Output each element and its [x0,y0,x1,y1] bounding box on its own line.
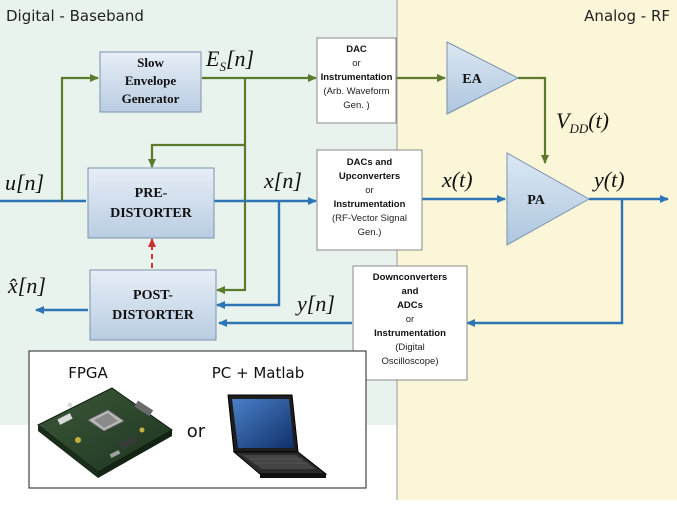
down-line-2: and [402,286,419,297]
xn-label: x[n] [263,168,302,193]
hardware-inset: FPGA PC + Matlab or [28,350,367,489]
envelope-line-1: Slow [137,55,164,70]
pc-label: PC + Matlab [212,364,305,382]
down-line-4: or [406,314,414,325]
dac-line-2: or [352,58,360,69]
ea-label: EA [462,72,482,87]
envelope-line-3: Generator [122,91,180,106]
dacs-up-line-3: or [365,185,373,196]
yt-feedback-line [466,199,624,327]
es-to-postdistorter-line [216,145,247,294]
digital-region-title: Digital - Baseband [6,7,144,25]
downconverters-box: Downconverters and ADCs or Instrumentati… [352,265,468,381]
or-label: or [187,421,206,442]
yn-label: y[n] [295,291,335,316]
un-label: u[n] [5,170,44,195]
down-line-3: ADCs [397,300,423,311]
down-line-5: Instrumentation [374,328,446,339]
down-line-7: Oscilloscope) [381,356,438,367]
vdd-label: VDD(t) [556,108,609,136]
es-label: ES[n] [205,46,254,74]
down-line-6: (Digital [395,342,425,353]
dacs-up-line-2: Upconverters [339,171,400,182]
predistorter-line-1: PRE- [135,186,168,201]
ea-amplifier: EA [446,41,520,115]
dac-line-5: Gen. ) [343,100,369,111]
un-to-envelope-line [60,74,99,201]
dac-line-4: (Arb. Waveform [323,86,389,97]
dac-line-3: Instrumentation [321,72,393,83]
es-to-predistorter-line [148,78,247,168]
xn-to-postdistorter-line [216,201,281,309]
postdistorter-line-1: POST- [133,288,173,303]
predistorter-line-2: DISTORTER [110,206,193,221]
postdistorter-line-2: DISTORTER [112,308,195,323]
dacs-up-line-5: (RF-Vector Signal [332,213,407,224]
dacs-up-line-1: DACs and [347,157,393,168]
dacs-upconverters-box: DACs and Upconverters or Instrumentation… [316,149,423,251]
dacs-up-line-4: Instrumentation [334,199,406,210]
fpga-label: FPGA [68,364,108,382]
postdistorter-block: POST- DISTORTER [89,269,217,341]
xhat-label: x̂[n] [7,273,46,298]
predistorter-block: PRE- DISTORTER [87,167,215,239]
analog-region-title: Analog - RF [584,7,670,25]
pa-label: PA [527,193,546,208]
laptop-icon [227,394,328,478]
analog-region [397,0,677,500]
envelope-generator-block: Slow Envelope Generator [99,51,202,113]
dac-box: DAC or Instrumentation (Arb. Waveform Ge… [316,37,397,124]
dac-line-1: DAC [346,44,367,55]
pa-amplifier: PA [506,152,591,246]
xt-label: x(t) [441,167,473,192]
down-line-1: Downconverters [373,272,447,283]
envelope-line-2: Envelope [125,73,177,88]
fpga-board-icon [37,387,173,478]
dacs-up-line-6: Gen.) [358,227,382,238]
yt-label: y(t) [592,167,625,192]
vdd-line [518,76,549,164]
